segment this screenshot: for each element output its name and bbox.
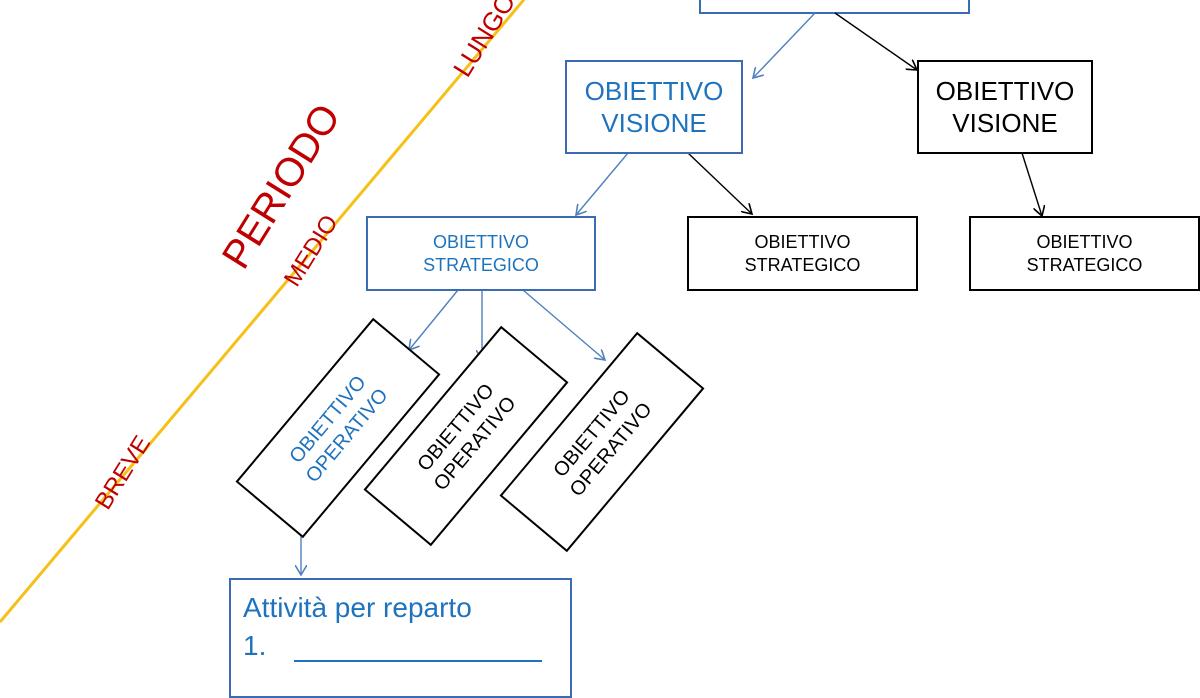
activity-box: Attività per reparto 1. bbox=[229, 578, 572, 698]
strategic-box-black-2: OBIETTIVO STRATEGICO bbox=[969, 216, 1200, 291]
strat-black-2-line1: OBIETTIVO bbox=[1036, 232, 1133, 252]
activity-item-1-blank-line bbox=[294, 638, 543, 662]
vision-box-blue: OBIETTIVO VISIONE bbox=[565, 60, 743, 154]
connector-strat-to-oper-3 bbox=[522, 289, 605, 360]
connector-vision-blue-to-strat-black bbox=[687, 152, 752, 214]
diagram-canvas bbox=[0, 0, 1200, 623]
activity-title: Attività per reparto bbox=[243, 592, 472, 623]
top-box bbox=[699, 0, 970, 14]
strat-black-1-line2: STRATEGICO bbox=[744, 254, 861, 275]
connector-top-to-vision-blue bbox=[753, 12, 816, 78]
connector-vision-blue-to-strat-blue bbox=[576, 152, 629, 215]
connector-top-to-vision-black bbox=[834, 12, 917, 70]
activity-item-1-number: 1. bbox=[243, 630, 267, 661]
strategic-box-blue: OBIETTIVO STRATEGICO bbox=[366, 216, 596, 291]
timeline-line bbox=[0, 0, 526, 623]
activity-item-1: 1. bbox=[243, 630, 570, 662]
vision-blue-line1: OBIETTIVO bbox=[584, 75, 724, 106]
strat-black-1-line1: OBIETTIVO bbox=[754, 232, 851, 252]
vision-black-line2: VISIONE bbox=[952, 108, 1058, 138]
strat-blue-line1: OBIETTIVO bbox=[432, 232, 529, 252]
vision-black-line1: OBIETTIVO bbox=[935, 75, 1075, 106]
strat-black-2-line2: STRATEGICO bbox=[1026, 254, 1143, 275]
connector-strat-to-oper-1 bbox=[409, 289, 459, 350]
connector-vision-black-to-strat-black bbox=[1021, 152, 1042, 216]
strategic-box-black-1: OBIETTIVO STRATEGICO bbox=[687, 216, 918, 291]
strat-blue-line2: STRATEGICO bbox=[423, 254, 539, 275]
vision-box-black: OBIETTIVO VISIONE bbox=[917, 60, 1093, 154]
vision-blue-line2: VISIONE bbox=[601, 108, 707, 138]
